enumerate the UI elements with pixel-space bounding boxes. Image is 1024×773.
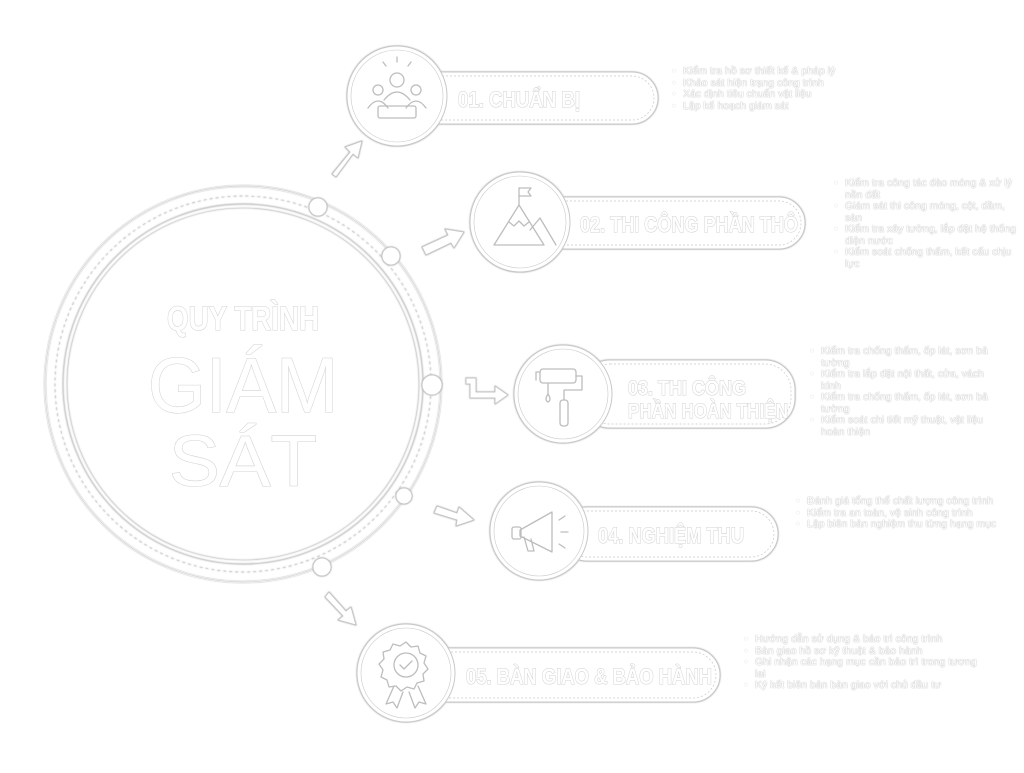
list-item: Xác định tiêu chuẩn vật liệu	[670, 88, 970, 101]
step-2-bullets: Kiểm tra công tác đào móng & xử lý nền đ…	[832, 177, 1016, 270]
step-1-bullets: Kiểm tra hồ sơ thiết kế & pháp lý Khảo s…	[670, 65, 970, 113]
step-titles: 01. CHUẨN BỊ 02. THI CÔNG PHẦN THÔ 03. T…	[457, 86, 798, 689]
list-item: Kiểm tra lắp đặt nội thất, cửa, vách kín…	[808, 368, 1004, 392]
ring-node-4	[395, 487, 413, 505]
list-item: Bàn giao hồ sơ kỹ thuật & bảo hành	[742, 645, 988, 658]
award-badge-icon	[378, 641, 429, 709]
center-title-line1: QUY TRÌNH	[167, 300, 319, 338]
step-5-circle	[356, 623, 456, 723]
arrow-to-step-4	[433, 505, 475, 527]
list-item: Kiểm tra hồ sơ thiết kế & pháp lý	[670, 65, 970, 78]
arrow-to-step-1	[331, 140, 363, 178]
mountain-flag-icon	[493, 187, 557, 246]
list-item: Kiểm tra xây tường, lắp đặt hệ thống điệ…	[832, 223, 1016, 247]
list-item: Lập kế hoạch giám sát	[670, 100, 970, 113]
ring-node-2	[381, 246, 401, 266]
step-4-bullets: Đánh giá tổng thể chất lượng công trình …	[794, 495, 1000, 531]
arrow-to-step-2	[421, 228, 465, 256]
ring-node-5	[312, 557, 332, 577]
step-4-title: 04. NGHIỆM THU	[598, 523, 744, 548]
team-meeting-icon	[367, 56, 427, 119]
ring-node-3	[421, 374, 443, 396]
list-item: Kiểm tra chống thấm, ốp lát, sơn bả tườn…	[808, 391, 1004, 415]
arrows	[324, 140, 509, 626]
step-1-circle	[346, 45, 448, 147]
list-item: Kiểm soát chi tiết mỹ thuật, vật liệu ho…	[808, 414, 1004, 438]
list-item: Kiểm tra công tác đào móng & xử lý nền đ…	[832, 177, 1016, 201]
step-3-circle	[513, 344, 613, 444]
center-title-line3: SÁT	[169, 422, 317, 502]
arrow-to-step-5	[324, 591, 357, 626]
list-item: Giám sát thi công móng, cột, dầm, sàn	[832, 200, 1016, 224]
step-2-title: 02. THI CÔNG PHẦN THÔ	[580, 212, 798, 237]
step-3-title-line1: 03. THI CÔNG	[628, 376, 746, 400]
list-item: Đánh giá tổng thể chất lượng công trình	[794, 495, 1000, 508]
step-1-title: 01. CHUẨN BỊ	[458, 87, 580, 112]
list-item: Hướng dẫn sử dụng & bảo trì công trình	[742, 633, 988, 646]
arrow-to-step-3	[465, 377, 509, 405]
step-4-circle	[489, 481, 589, 581]
step-3-title-line2: PHẦN HOÀN THIỆN	[628, 399, 788, 423]
list-item: Kiểm tra chống thấm, ốp lát, sơn bả tườn…	[808, 345, 1004, 369]
list-item: Kiểm tra an toàn, vệ sinh công trình	[794, 507, 1000, 520]
step-3-bullets: Kiểm tra chống thấm, ốp lát, sơn bả tườn…	[808, 345, 1004, 438]
list-item: Lập biên bản nghiệm thu từng hạng mục	[794, 518, 1000, 531]
step-capsules	[346, 45, 806, 723]
step-5-title: 05. BÀN GIAO & BẢO HÀNH	[466, 664, 712, 689]
list-item: Ghi nhận các hạng mục cần bảo trì trong …	[742, 656, 988, 680]
list-item: Khảo sát hiện trạng công trình	[670, 77, 970, 90]
step-5-bullets: Hướng dẫn sử dụng & bảo trì công trình B…	[742, 633, 988, 692]
center-title-line2: GIÁM	[148, 341, 338, 429]
ring-node-1	[308, 197, 328, 217]
ring-nodes	[308, 197, 443, 577]
list-item: Ký kết biên bản bàn giao với chủ đầu tư	[742, 679, 988, 692]
megaphone-icon	[511, 511, 569, 553]
paint-roller-icon	[535, 368, 583, 427]
center-title: QUY TRÌNH GIÁM SÁT	[147, 299, 338, 502]
list-item: Kiểm soát chống thấm, kết cấu chịu lực	[832, 246, 1016, 270]
